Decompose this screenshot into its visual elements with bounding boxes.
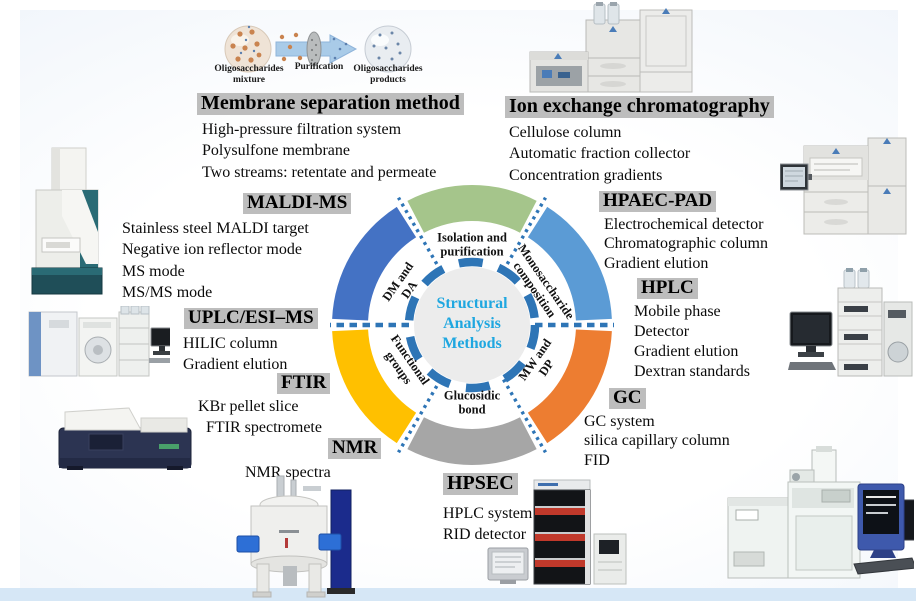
ftir-spectrometer-icon [58,407,192,470]
ftir-item-1: KBr pellet slice [198,397,299,415]
membrane-item-3: Two streams: retentate and permeate [202,163,437,181]
mixture-label-line1: Oligosaccharides [214,64,284,74]
gc-heading: GC [609,387,646,409]
ion-exchange-item-1: Cellulose column [509,123,622,141]
ring-segment-dm-da [332,206,417,321]
ring-segment-functional-groups [332,329,417,444]
bottom-accent-bar [0,588,916,601]
hplc-item-3: Gradient elution [634,342,739,360]
products-label-line1: Oligosaccharides [353,64,423,74]
hplc-item-2: Detector [634,322,690,340]
section-gc: GC GC system silica capillary column FID [584,387,730,470]
section-hpaec-pad: HPAEC-PAD Electrochemical detector Chrom… [599,190,768,273]
hpsec-heading: HPSEC [443,472,518,495]
maldi-ms-heading: MALDI-MS [243,192,352,214]
chart-center-title: Structural Analysis Methods [412,294,532,354]
hpaec-item-2: Chromatographic column [604,235,768,253]
maldi-item-2: Negative ion reflector mode [122,241,302,259]
hplc-item-1: Mobile phase [634,302,721,320]
purification-label: Purification [294,62,344,72]
hplc-item-4: Dextran standards [634,362,750,380]
ring-label-line: Isolation and [437,230,507,245]
method-wheel-chart [330,185,614,465]
section-hplc: HPLC Mobile phase Detector Gradient elut… [634,277,750,382]
gc-system-icon [727,446,914,579]
maldi-item-3: MS mode [122,262,185,280]
ring-label-line: bond [458,402,486,416]
gc-keyboard-icon [853,557,914,575]
hpaec-item-1: Electrochemical detector [604,215,764,233]
hplc-keyboard-icon [788,362,836,370]
ftir-heading: FTIR [277,372,331,394]
maldi-item-4: MS/MS mode [122,284,213,302]
nmr-heading: NMR [328,437,382,459]
section-uplc-esi-ms: UPLC/ESI–MS HILIC column Gradient elutio… [183,307,318,376]
hpaec-item-3: Gradient elution [604,254,709,272]
uplc-item-1: HILIC column [183,334,278,352]
uplc-esi-ms-system-icon [28,306,170,377]
section-ion-exchange: Ion exchange chromatography Cellulose co… [505,95,774,186]
oligosaccharide-purification-flow-icon [224,25,412,73]
ring-label-line: purification [440,244,504,258]
center-title-line3: Methods [442,335,502,352]
products-label-line2: products [370,74,406,85]
uplc-esi-ms-heading: UPLC/ESI–MS [184,307,318,329]
section-membrane-separation: Membrane separation method High-pressure… [197,92,464,183]
ring-segment-glucosidic-bond [407,417,537,465]
gc-item-1: GC system [584,412,655,430]
section-hpsec: HPSEC HPLC system RID detector [443,472,533,546]
hpsec-system-icon [487,479,627,585]
uplc-monitor-icon [150,327,170,347]
section-maldi-ms: MALDI-MS Stainless steel MALDI target Ne… [122,192,352,304]
ftir-item-2: FTIR spectromete [206,419,322,437]
membrane-separation-heading: Membrane separation method [197,92,464,115]
ring-label-glucosidic-bond: Glucosidic bond [443,388,501,417]
center-title-line2: Analysis [443,315,501,332]
membrane-item-2: Polysulfone membrane [202,142,350,160]
mixture-label: Oligosaccharides mixture [203,64,295,85]
hpaec-pad-instrument-icon [780,137,907,235]
ring-label-isolation-purification: Isolation and purification [437,230,507,259]
hpsec-item-2: RID detector [443,526,527,544]
nmr-spectrometer-icon [236,475,355,598]
ring-segment-isolation-purification [407,185,537,233]
uplc-item-2: Gradient elution [183,356,288,374]
ion-exchange-item-3: Concentration gradients [509,166,663,184]
maldi-item-1: Stainless steel MALDI target [122,219,309,237]
ring-segment-monosaccharide-composition [527,206,612,321]
gc-item-3: FID [584,451,610,469]
hpsec-item-1: HPLC system [443,504,533,522]
ring-label-line: Glucosidic [443,388,501,403]
wheel-center-circle [414,267,530,383]
gc-item-2: silica capillary column [584,432,730,450]
hplc-system-icon [788,268,913,377]
membrane-disc-icon [306,31,322,67]
nmr-item-1: NMR spectra [245,463,331,481]
ion-exchange-chromatography-system-icon [529,2,693,93]
hpaec-pad-heading: HPAEC-PAD [599,190,717,212]
section-ftir: FTIR KBr pellet slice FTIR spectromete [198,372,331,439]
maldi-ms-instrument-icon [31,147,103,295]
ion-exchange-item-2: Automatic fraction collector [509,145,691,163]
products-label: Oligosaccharides products [342,64,434,85]
ion-exchange-heading: Ion exchange chromatography [505,95,774,118]
section-nmr: NMR NMR spectra [245,437,382,483]
hplc-heading: HPLC [637,277,698,299]
membrane-item-1: High-pressure filtration system [202,120,402,138]
ring-segment-mw-dp [527,329,612,444]
center-title-line1: Structural [436,295,508,312]
mixture-label-line2: mixture [232,74,265,85]
